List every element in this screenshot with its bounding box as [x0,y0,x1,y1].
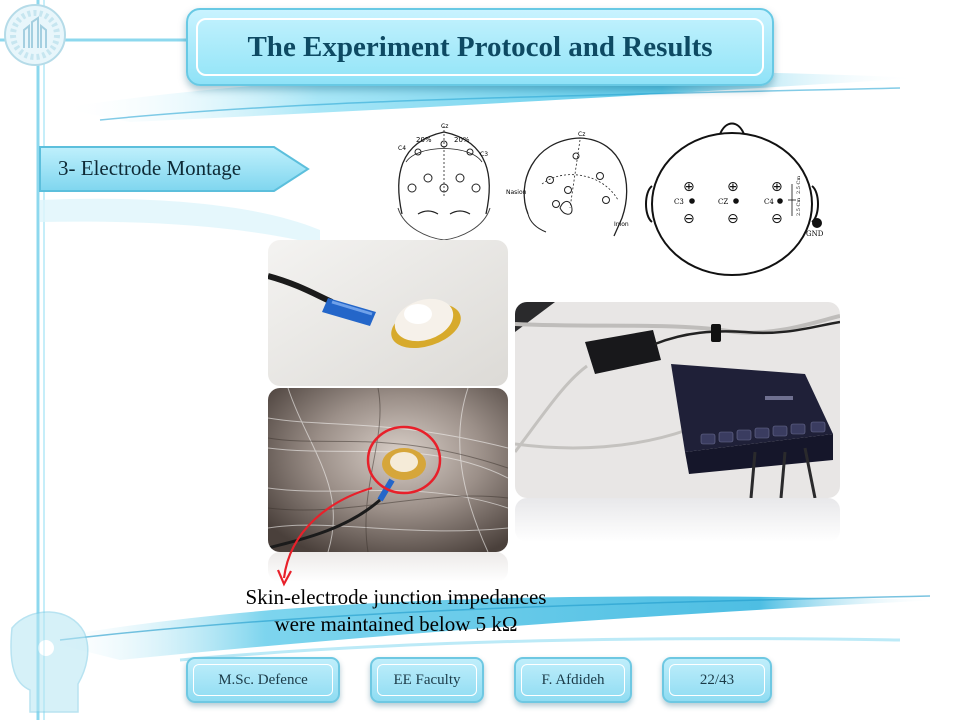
top-label-dist2: 2.5 Cm [796,198,802,216]
top-montage-diagram: ⊕ ⊕ ⊕ ⊖ ⊖ ⊖ C3 CZ C4 2.5 Cm 2.5 Cm GND [645,122,824,276]
title-inner-frame: The Experiment Protocol and Results [196,18,764,76]
section-heading: 3- Electrode Montage [58,156,242,180]
side-label-inion: Inion [614,221,629,228]
page-title: The Experiment Protocol and Results [247,30,713,63]
amplifier-photo-reflection [515,498,840,542]
footer-degree-button[interactable]: M.Sc. Defence [186,657,340,703]
front-head-diagram: Cz C4 C3 20% 20% [397,123,491,241]
footer-faculty-label: EE Faculty [377,664,477,696]
side-label-cz: Cz [578,131,585,138]
top-label-cz: CZ [718,198,728,206]
svg-text:⊖: ⊖ [727,211,739,227]
front-label-pct1: 20% [416,136,432,144]
svg-text:⊖: ⊖ [683,211,695,227]
footer-author-label: F. Afdideh [521,664,625,696]
impedance-caption: Skin-electrode junction impedances were … [196,584,596,638]
footer-page-number: 22/43 [669,664,765,696]
front-label-pct2: 20% [454,136,470,144]
caption-line-2: were maintained below 5 kΩ [274,612,518,636]
caption-line-1: Skin-electrode junction impedances [245,585,547,609]
footer-degree-label: M.Sc. Defence [193,664,333,696]
front-label-cz: Cz [441,123,448,130]
svg-text:⊕: ⊕ [683,179,695,195]
amplifier-photo [515,302,840,498]
top-label-c4: C4 [764,198,774,206]
electrode-photo [268,240,508,386]
footer-faculty-button[interactable]: EE Faculty [370,657,484,703]
footer-page-button[interactable]: 22/43 [662,657,772,703]
svg-text:⊕: ⊕ [727,179,739,195]
title-banner: The Experiment Protocol and Results [186,8,774,86]
section-tab: 3- Electrode Montage [38,145,310,193]
top-label-gnd: GND [806,230,824,238]
side-label-nasion: Nasion [506,189,527,196]
electrode-highlight-circle [366,425,442,495]
red-arrow [276,486,373,587]
footer-author-button[interactable]: F. Afdideh [514,657,632,703]
scalp-photo-reflection [268,552,508,582]
top-label-c3: C3 [674,198,684,206]
side-head-diagram: Cz Nasion Inion [506,131,629,237]
front-label-c3: C3 [480,151,488,158]
svg-text:⊖: ⊖ [771,211,783,227]
top-label-dist1: 2.5 Cm [796,176,802,194]
front-label-c4: C4 [398,145,406,152]
svg-text:⊕: ⊕ [771,179,783,195]
